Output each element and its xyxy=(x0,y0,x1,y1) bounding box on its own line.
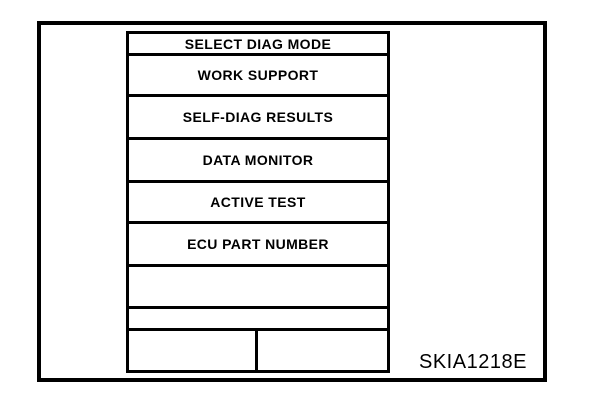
menu-item-label: ECU PART NUMBER xyxy=(187,236,329,252)
menu-item-data-monitor[interactable]: DATA MONITOR xyxy=(129,140,387,183)
menu-item-self-diag-results[interactable]: SELF-DIAG RESULTS xyxy=(129,97,387,140)
menu-item-work-support[interactable]: WORK SUPPORT xyxy=(129,56,387,97)
footer-cell-right xyxy=(258,331,387,370)
figure-code-label: SKIA1218E xyxy=(419,351,527,373)
menu-empty-row xyxy=(129,267,387,309)
footer-cell-left xyxy=(129,331,258,370)
menu-empty-row xyxy=(129,309,387,331)
menu-title-label: SELECT DIAG MODE xyxy=(184,35,332,52)
menu-item-ecu-part-number[interactable]: ECU PART NUMBER xyxy=(129,224,387,267)
menu-item-label: ACTIVE TEST xyxy=(210,194,306,210)
menu-item-label: SELF-DIAG RESULTS xyxy=(182,109,334,125)
menu-footer-row xyxy=(129,331,387,370)
diag-mode-menu: SELECT DIAG MODE WORK SUPPORT SELF-DIAG … xyxy=(126,31,390,373)
menu-item-label: DATA MONITOR xyxy=(202,152,314,168)
menu-item-active-test[interactable]: ACTIVE TEST xyxy=(129,183,387,224)
menu-item-label: WORK SUPPORT xyxy=(197,67,319,83)
menu-title: SELECT DIAG MODE xyxy=(129,34,387,56)
